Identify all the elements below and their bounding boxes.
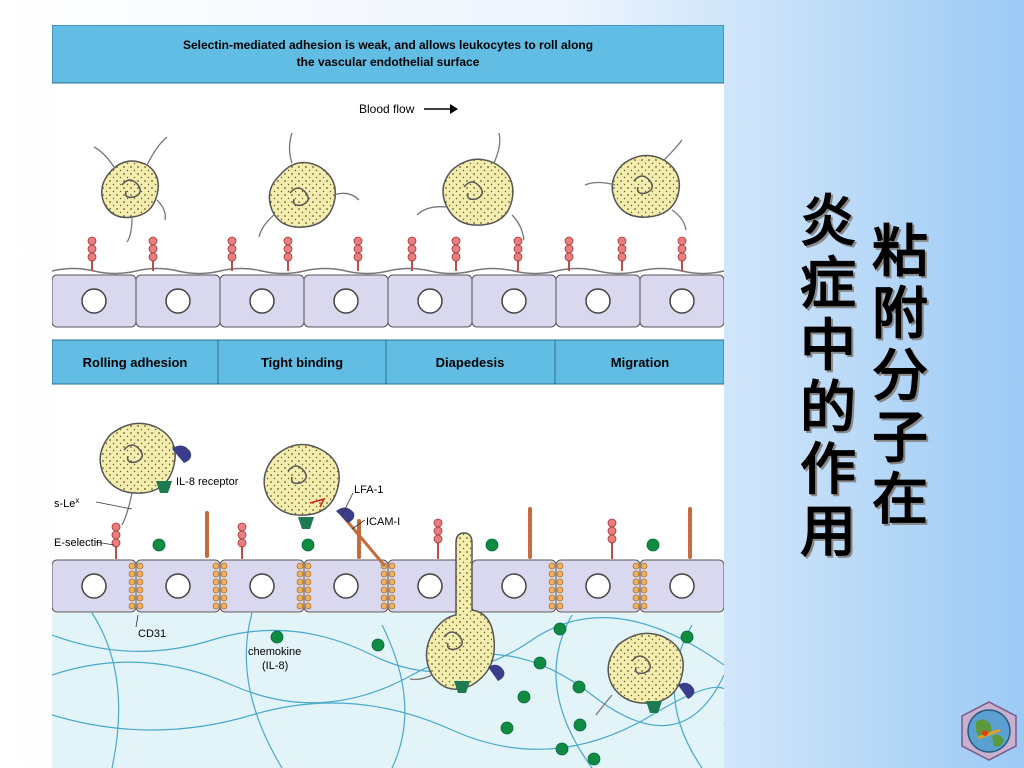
leukocyte-adhesion-diagram: Selectin-mediated adhesion is weak, and … [52,25,724,768]
globe-logo-icon [961,701,1017,761]
label-il8-receptor: IL-8 receptor [176,476,239,488]
stage-label-diapedesis: Diapedesis [436,355,505,370]
label-pointer-lines [95,492,366,628]
stage-label-rolling-adhesion: Rolling adhesion [83,355,188,370]
top-selectins [87,236,687,271]
title-char: 子 [872,406,928,471]
label-icam1: ICAM-I [366,516,400,528]
bottom-selectins [111,518,617,559]
label-lfa1: LFA-1 [354,484,383,496]
stage-label-migration: Migration [611,355,670,370]
title-char: 在 [872,468,928,533]
stage-label-tight-binding: Tight binding [261,355,343,370]
title-char: 症 [800,252,856,317]
label-il8: (IL-8) [262,660,288,672]
icam-rods [205,507,692,567]
title-char: 用 [800,500,856,565]
label-slex-superscript: x [75,496,79,505]
title-char: 作 [800,438,856,503]
label-slex-base: s-Le [54,498,75,510]
top-endothelium [52,267,724,328]
blood-flow-arrow-icon [424,104,458,114]
caption-banner [52,25,724,84]
leukocyte-rolling-3 [416,132,525,241]
title-column-2: 炎 症 中 的 作 用 [800,192,856,564]
leukocyte-rolling-2 [258,132,360,238]
title-column-1: 粘 附 分 子 在 [872,222,928,532]
title-char: 分 [872,344,928,409]
il8-receptor-icon [156,445,192,493]
label-e-selectin: E-selectin [54,537,102,549]
stage-bar [52,339,724,385]
label-cd31: CD31 [138,628,166,640]
blood-flow-label: Blood flow [359,102,415,116]
leukocyte-migration [595,632,695,716]
title-char: 粘 [872,220,928,285]
leukocyte-rolling-4 [584,139,687,231]
leukocyte-rolling-1 [93,136,168,243]
chemokine-molecules [152,538,694,766]
leukocyte-tight-binding [263,443,355,529]
title-char: 附 [872,282,928,347]
label-slex: s-Lex [54,496,79,510]
title-char: 炎 [800,190,856,255]
caption-line-1: Selectin-mediated adhesion is weak, and … [183,38,593,52]
title-char: 的 [800,376,856,441]
leukocyte-diapedesis [409,532,505,693]
caption-line-2: the vascular endothelial surface [297,55,480,69]
bottom-endothelium [52,559,724,613]
label-chemokine: chemokine [248,646,301,658]
cd31-junctions [128,562,648,610]
title-char: 中 [800,314,856,379]
